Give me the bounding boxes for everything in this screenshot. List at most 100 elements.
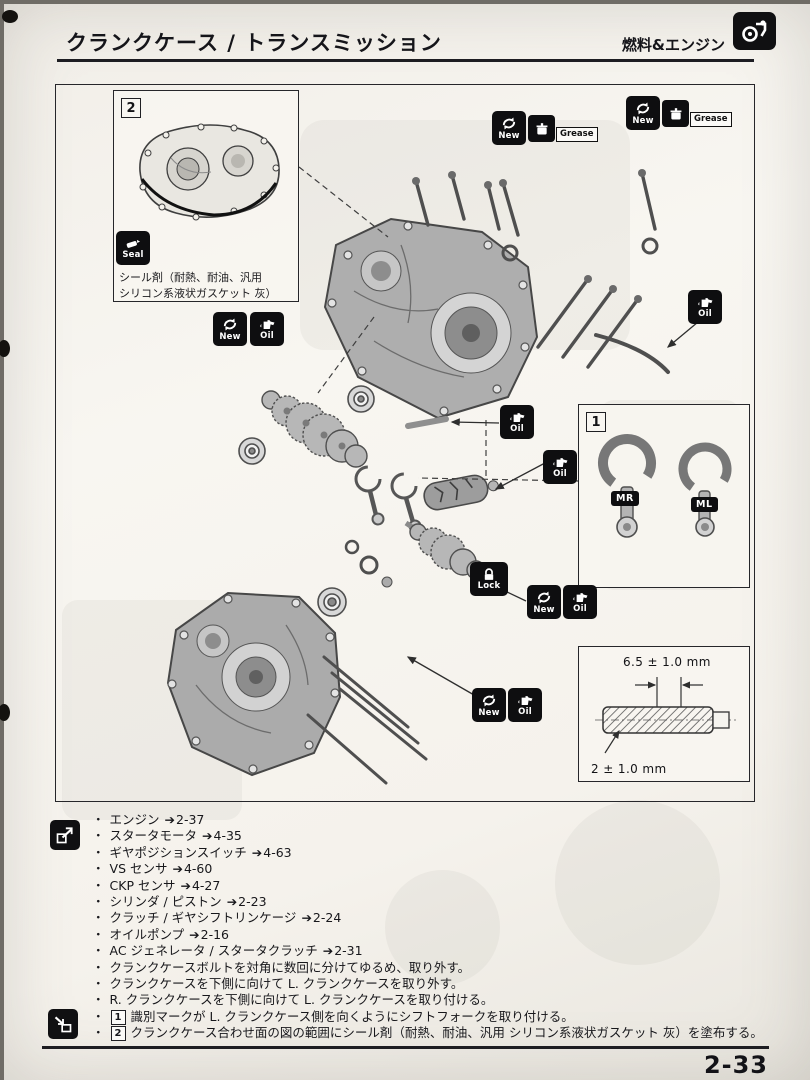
section-label: 燃料&エンジン [621, 36, 725, 54]
bullet: ・ [92, 926, 105, 942]
oil-badge: Oil [250, 312, 284, 346]
reference-page: 2-37 [176, 812, 205, 827]
sealant-bead-drawing [595, 677, 737, 754]
oil-can-icon [572, 593, 587, 603]
reference-label: オイルポンプ [109, 926, 185, 942]
bullet: ・ [92, 877, 105, 893]
reference-label: スタータモータ [109, 828, 198, 844]
list-item: ・オイルポンプ➔2-16 [92, 927, 760, 943]
list-item: ・VS センサ➔4-60 [92, 861, 760, 877]
installation-icon [48, 1009, 78, 1039]
reference-page: 2-16 [200, 926, 230, 942]
callout-box-1: 1 MR ML [578, 404, 750, 588]
list-item: ・スタータモータ➔4-35 [92, 828, 760, 844]
bullet: ・ [92, 959, 105, 975]
footer-rule [42, 1046, 769, 1049]
note-number-box: 1 [110, 1009, 126, 1025]
fork-label-mr: MR [611, 491, 639, 506]
reference-label: クラッチ / ギヤシフトリンケージ [109, 910, 297, 926]
reference-label: AC ジェネレータ / スタータクラッチ [109, 943, 318, 959]
jump-arrow-icon: ➔ [301, 910, 312, 926]
binder-hole [0, 340, 10, 357]
procedure-text: クランクケースを下側に向けて L. クランクケースを取り外す。 [109, 975, 464, 991]
recycle-icon [482, 694, 496, 707]
list-item: ・エンジン➔2-37 [92, 812, 760, 828]
engine-icon [741, 20, 766, 42]
binder-hole [0, 704, 10, 721]
recycle-icon [636, 102, 650, 115]
reference-label: CKP センサ [109, 877, 176, 893]
procedure-item: ・クランクケースを下側に向けて L. クランクケースを取り外す。 [92, 976, 760, 992]
reference-page: 2-24 [312, 910, 342, 926]
jump-arrow-icon: ➔ [164, 812, 176, 827]
recycle-icon [223, 318, 237, 331]
list-item: ・クラッチ / ギヤシフトリンケージ➔2-24 [92, 910, 760, 926]
reference-list: ・エンジン➔2-37 ・スタータモータ➔4-35 ・ギヤポジションスイッチ➔4-… [92, 812, 763, 1042]
exploded-diagram [166, 166, 705, 785]
removal-icon [50, 820, 80, 850]
oil-badge: Oil [500, 405, 534, 439]
reference-label: ギヤポジションスイッチ [109, 844, 247, 860]
sealant-note-line2: シリコン系液状ガスケット 灰） [119, 286, 277, 300]
oil-badge: Oil [563, 585, 597, 619]
showthrough-ghost [555, 800, 720, 965]
jump-arrow-icon: ➔ [322, 943, 334, 959]
bullet: ・ [92, 992, 105, 1008]
bullet: ・ [92, 893, 105, 909]
procedure-text: クランクケースボルトを対角に数回に分けてゆるめ、取り外す。 [109, 959, 471, 975]
bullet: ・ [92, 844, 105, 860]
jump-arrow-icon: ➔ [189, 926, 200, 942]
bullet: ・ [92, 975, 105, 991]
procedure-text: R. クランクケースを下側に向けて L. クランクケースを取り付ける。 [109, 992, 494, 1008]
callout-number: 1 [586, 412, 606, 432]
reference-page: 2-31 [334, 943, 363, 959]
lock-badge: Lock [470, 562, 508, 596]
reference-page: 4-27 [191, 877, 221, 893]
list-item: ・ギヤポジションスイッチ➔4-63 [92, 845, 760, 861]
list-item: ・AC ジェネレータ / スタータクラッチ➔2-31 [92, 943, 760, 959]
callout-number: 2 [121, 98, 141, 118]
reference-page: 4-35 [213, 828, 242, 844]
new-badge: New [472, 688, 506, 722]
page-number: 2-33 [703, 1051, 768, 1079]
measurement-bottom: 2 ± 1.0 mm [591, 762, 667, 776]
new-badge: New [213, 312, 247, 346]
oil-can-icon [509, 413, 524, 423]
showthrough-ghost [385, 870, 500, 985]
jump-arrow-icon: ➔ [251, 844, 263, 860]
reference-page: 2-23 [238, 893, 267, 909]
grease-badge: Grease [528, 115, 598, 142]
note-text: 識別マークが L. クランクケース側を向くようにシフトフォークを取り付ける。 [130, 1008, 574, 1024]
list-item: ・シリンダ / ピストン➔2-23 [92, 894, 760, 910]
engine-section-icon [733, 12, 776, 50]
oil-can-icon [517, 696, 532, 706]
bullet: ・ [92, 943, 105, 959]
list-item: ・CKP センサ➔4-27 [92, 878, 760, 894]
seal-badge: Seal [116, 231, 150, 265]
recycle-icon [537, 591, 551, 604]
oil-can-icon [259, 320, 274, 330]
bullet: ・ [92, 1008, 105, 1024]
oil-can-icon [552, 458, 567, 468]
jump-arrow-icon: ➔ [180, 877, 191, 893]
seal-icon [126, 240, 140, 249]
lock-icon [484, 568, 494, 580]
bullet: ・ [92, 1025, 105, 1041]
new-badge: New [492, 111, 526, 145]
bullet: ・ [92, 910, 105, 926]
oil-badge: Oil [508, 688, 542, 722]
crankcase-sealing-surface-drawing [139, 123, 280, 221]
grease-icon [528, 115, 555, 142]
note-text: クランクケース合わせ面の図の範囲にシール剤（耐熱、耐油、汎用 シリコン系液状ガス… [130, 1025, 763, 1041]
sealant-note: シール剤（耐熱、耐油、汎用 シリコン系液状ガスケット 灰） [119, 270, 297, 302]
measurement-top: 6.5 ± 1.0 mm [623, 655, 711, 669]
binder-hole [2, 10, 18, 23]
recycle-icon [502, 117, 516, 130]
sealant-note-line1: シール剤（耐熱、耐油、汎用 [119, 271, 262, 284]
reference-page: 4-63 [263, 844, 292, 860]
jump-arrow-icon: ➔ [172, 861, 183, 877]
shift-forks-drawing [598, 434, 732, 538]
